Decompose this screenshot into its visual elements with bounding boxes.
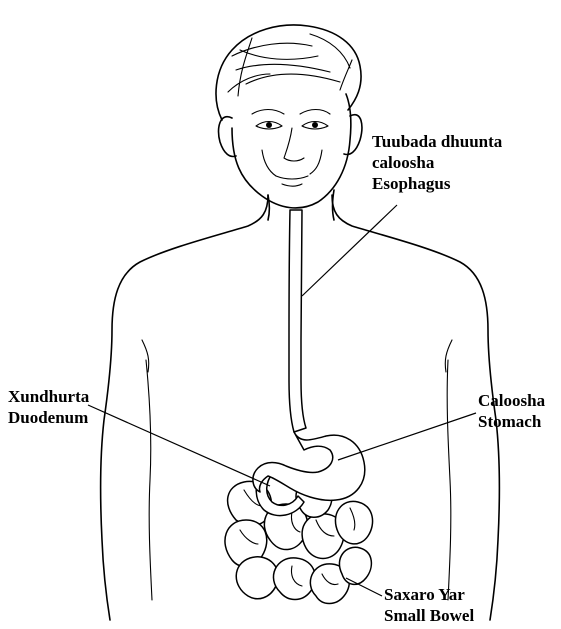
cheek-lines	[262, 150, 322, 176]
left-pupil	[266, 122, 272, 128]
right-ear	[344, 115, 362, 155]
mouth	[276, 176, 308, 179]
stomach-label: Caloosha Stomach	[478, 390, 545, 432]
neck-right	[333, 190, 335, 220]
right-eyebrow	[300, 110, 330, 115]
right-pupil	[312, 122, 318, 128]
left-eyebrow	[252, 110, 284, 115]
esophagus-label: Tuubada dhuunta caloosha Esophagus	[372, 131, 502, 194]
stomach	[253, 432, 365, 500]
esophagus	[289, 210, 306, 432]
left-arm-crease	[142, 340, 149, 372]
stomach-leader	[338, 413, 476, 460]
hair-strands	[228, 34, 352, 96]
hair-outline	[216, 25, 361, 120]
neck-left	[268, 195, 270, 220]
left-arm-line	[146, 360, 152, 600]
duodenum-leader	[88, 405, 270, 486]
nose	[284, 128, 304, 161]
right-arm-crease	[445, 340, 452, 372]
duodenum-label: Xundhurta Duodenum	[8, 386, 89, 428]
lip-lower	[282, 184, 302, 186]
esophagus-leader	[302, 205, 397, 296]
small-bowel-label: Saxaro Yar Small Bowel	[384, 584, 474, 626]
right-arm-line	[447, 360, 451, 600]
face-outline	[232, 94, 351, 208]
